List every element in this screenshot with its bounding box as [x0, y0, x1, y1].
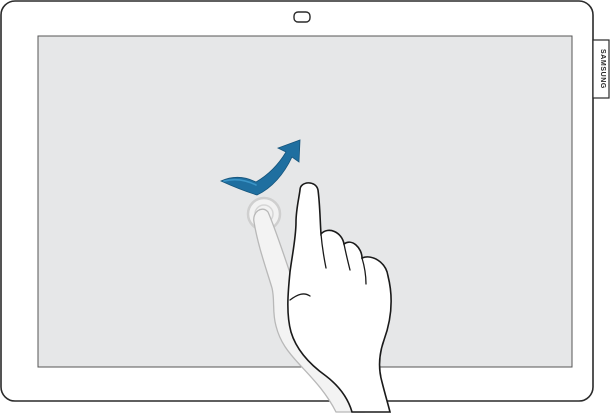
brand-side-tab: SAMSUNG — [593, 40, 609, 98]
brand-label: SAMSUNG — [599, 49, 606, 89]
front-camera-icon — [294, 12, 310, 22]
